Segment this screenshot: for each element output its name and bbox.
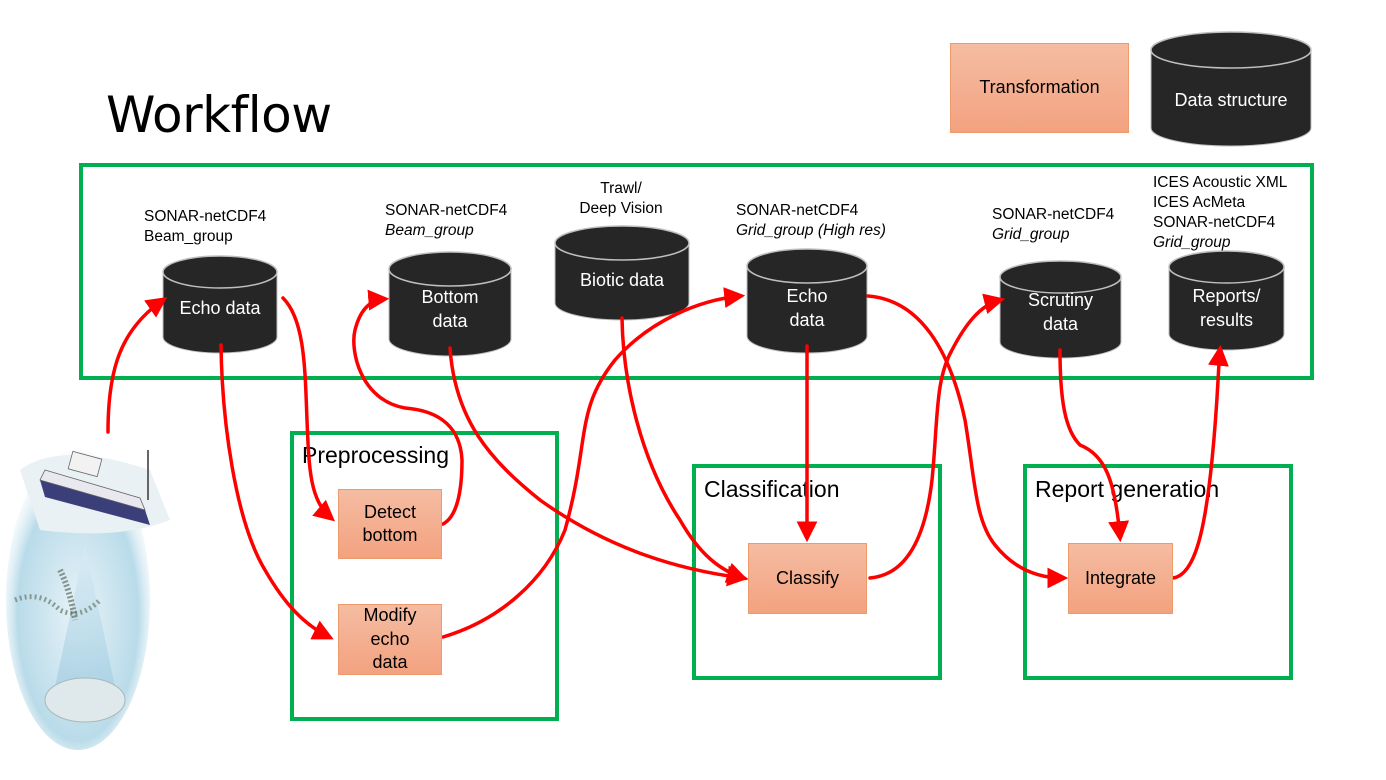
arrow-scrutiny-data-to-integrate [1058, 348, 1130, 543]
cylinder-biotic [554, 225, 690, 321]
arrow-bottom-data-to-classify [448, 346, 749, 587]
group-label-classification: Classification [704, 476, 840, 502]
data-structures-group [79, 163, 1314, 380]
data-store-echo-raw[interactable]: Echo data [179, 297, 261, 318]
arrow-detect-bottom-to-bottom-data [352, 289, 464, 526]
legend-transformation-box: Transformation [950, 43, 1129, 133]
data-store-biotic[interactable]: Biotic data [579, 270, 665, 291]
data-store-echo-grid[interactable]: Echo data [786, 285, 828, 330]
process-modify-echo[interactable]: Modify echo data [338, 604, 442, 675]
group-report-generation [1023, 464, 1293, 680]
group-label-report-generation: Report generation [1035, 476, 1220, 502]
process-detect-bottom[interactable]: Detect bottom [338, 489, 442, 559]
arrow-vessel-to-echo-data [106, 296, 168, 434]
legend-transformation-label: Transformation [979, 77, 1100, 98]
annotation-scrutiny: SONAR-netCDF4 Grid_group [992, 206, 1115, 244]
arrow-biotic-data-to-classify [620, 316, 748, 583]
arrow-integrate-to-reports [1171, 344, 1229, 580]
arrow-classify-to-scrutiny-data [868, 293, 1006, 580]
cylinder-echo-raw [162, 255, 278, 354]
annotation-biotic: Trawl/ Deep Vision [579, 180, 663, 218]
vessel-illustration [6, 450, 170, 750]
arrow-echo-data-to-detect-bottom [281, 296, 335, 522]
legend-data-structure-label: Data structure [1174, 89, 1288, 110]
legend-data-structure-cylinder [1150, 31, 1312, 147]
annotation-echo-grid: SONAR-netCDF4 Grid_group (High res) [736, 202, 886, 240]
process-classify[interactable]: Classify [748, 543, 867, 614]
process-integrate[interactable]: Integrate [1068, 543, 1173, 614]
cylinder-scrutiny [999, 260, 1122, 359]
page-title: Workflow [106, 86, 332, 144]
data-store-scrutiny[interactable]: Scrutiny data [1027, 289, 1094, 334]
cylinder-echo-grid [746, 248, 868, 354]
data-store-reports[interactable]: Reports/ results [1192, 285, 1261, 330]
annotation-reports: ICES Acoustic XML ICES AcMeta SONAR-netC… [1153, 174, 1288, 252]
arrow-modify-echo-to-echo-grid [441, 287, 746, 639]
annotation-echo-raw: SONAR-netCDF4 Beam_group [144, 208, 267, 246]
group-label-preprocessing: Preprocessing [302, 442, 450, 468]
arrow-echo-grid-to-integrate [866, 294, 1069, 589]
cylinder-bottom [388, 251, 512, 357]
annotation-bottom: SONAR-netCDF4 Beam_group [385, 202, 508, 240]
arrow-echo-data-to-modify-echo [219, 343, 334, 640]
data-store-bottom[interactable]: Bottom data [421, 286, 479, 331]
group-preprocessing [290, 431, 559, 721]
group-classification [692, 464, 942, 680]
